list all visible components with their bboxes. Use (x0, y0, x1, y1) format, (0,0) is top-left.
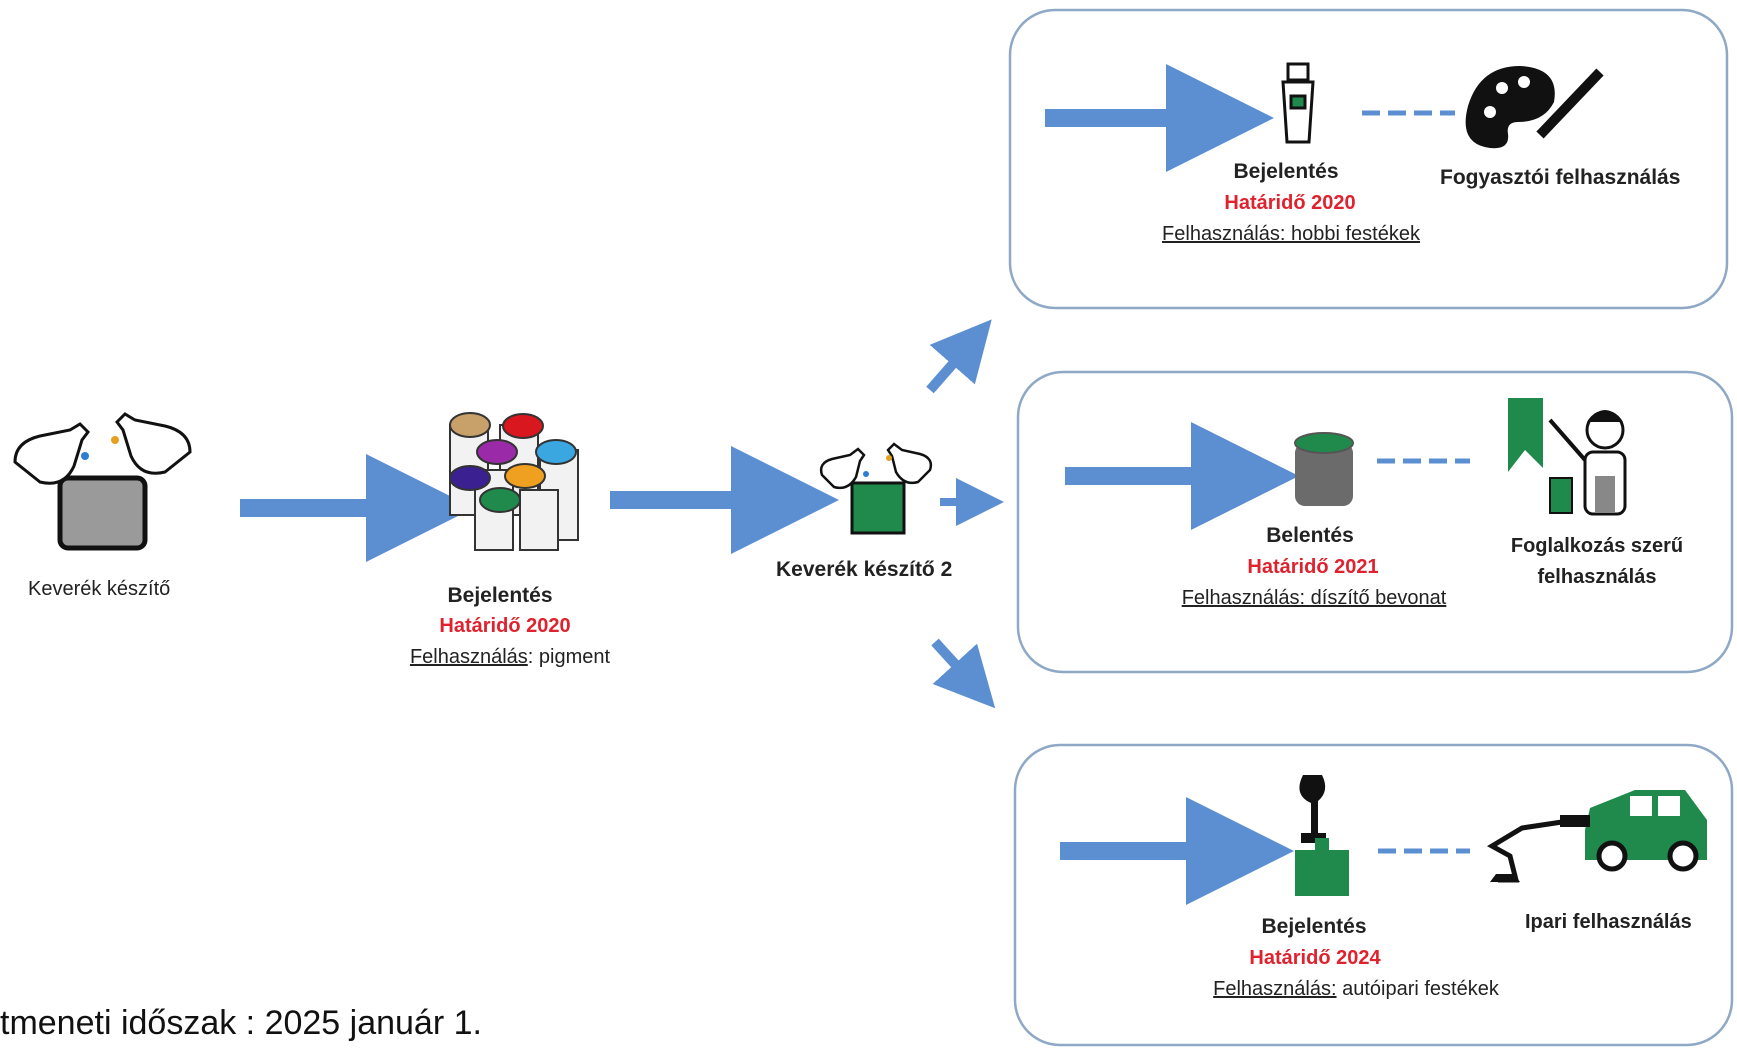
consumer-end-label: Fogyasztói felhasználás (1440, 166, 1681, 189)
consumer-branch-box (1008, 8, 1729, 310)
pigment-use: Felhasználás: pigment (410, 646, 610, 669)
industrial-deadline: Határidő 2024 (1249, 947, 1381, 969)
industrial-end-label: Ipari felhasználás (1525, 911, 1692, 933)
industrial-use-label: Felhasználás: (1213, 978, 1337, 1000)
spray-gun-icon (1295, 775, 1349, 896)
professional-use-label: Felhasználás: díszítő bevonat (1181, 587, 1447, 609)
arrow-mixer2-down (931, 638, 996, 709)
consumer-use-label: Felhasználás: hobbi festékek (1162, 223, 1420, 245)
pigment-use-value: : pigment (527, 646, 611, 668)
palette-icon (1465, 66, 1604, 149)
professional-deadline: Határidő 2021 (1247, 556, 1379, 578)
industrial-use-value: autóipari festékek (1336, 978, 1499, 1000)
transition-period-text: tmeneti időszak : 2025 január 1. (0, 1004, 482, 1042)
arrow-mixer2-up (926, 319, 992, 394)
paint-bucket-icon (1294, 432, 1354, 506)
industrial-title: Bejelentés (1261, 915, 1367, 938)
professional-end-label-1: Foglalkozás szerű (1510, 535, 1684, 557)
pigment-use-label: Felhasználás (409, 646, 528, 668)
mixer2-label: Keverék készítő 2 (776, 558, 953, 581)
mixing-bowl-icon (819, 442, 933, 535)
consumer-title: Bejelentés (1233, 160, 1339, 183)
pigment-title: Bejelentés (447, 584, 553, 607)
industrial-branch-box (1013, 743, 1734, 1047)
start-label: Keverék készítő (28, 578, 171, 600)
consumer-deadline: Határidő 2020 (1224, 192, 1356, 214)
paint-cans-icon (449, 412, 579, 551)
paint-tube-icon (1281, 62, 1315, 144)
professional-end-label-2: felhasználás (1537, 566, 1657, 588)
industrial-use: Felhasználás: autóipari festékek (1213, 978, 1499, 1001)
painter-icon (1508, 398, 1627, 516)
robot-car-icon (1487, 790, 1707, 883)
bottles-pot-icon (13, 412, 192, 551)
professional-branch-box (1016, 370, 1734, 674)
consumer-use: Felhasználás: hobbi festékek (1162, 223, 1420, 246)
pigment-deadline: Határidő 2020 (439, 615, 571, 637)
professional-use: Felhasználás: díszítő bevonat (1182, 587, 1447, 610)
professional-title: Belentés (1266, 524, 1354, 547)
